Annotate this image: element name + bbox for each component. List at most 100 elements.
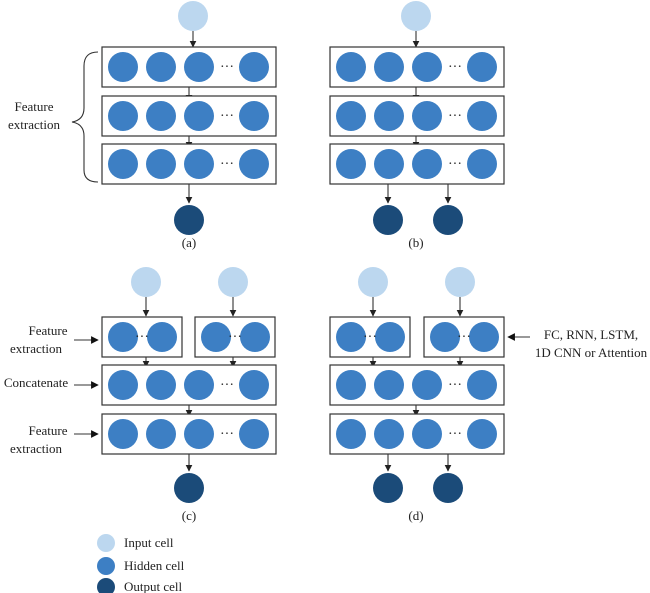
legend-hidden-marker (97, 557, 115, 575)
c-feature-row-hidden-cell-4 (239, 419, 269, 449)
panel-a-side-label: Feature extraction (8, 99, 60, 132)
d-branch1-hidden-cell-1 (336, 322, 366, 352)
d-concat-row-hidden-cell-3 (412, 370, 442, 400)
a-row2-hidden-cell-2 (146, 101, 176, 131)
b-output-cell-2 (433, 205, 463, 235)
b-row1-hidden-cell-1 (336, 52, 366, 82)
d-branch1-ellipsis: ··· (363, 330, 377, 345)
d-input-cell-2 (445, 267, 475, 297)
legend-input-marker (97, 534, 115, 552)
b-output-cell-1 (373, 205, 403, 235)
caption-a: (a) (182, 235, 196, 250)
c-feature-extraction-bottom-line1: Feature (29, 423, 68, 438)
d-annotation-line1: FC, RNN, LSTM, (544, 327, 638, 342)
c-branch1-ellipsis: ··· (135, 330, 149, 345)
c-feature-extraction-top-line2: extraction (10, 341, 62, 356)
c-feature-row-ellipsis: ··· (220, 427, 234, 442)
b-row1-hidden-cell-4 (467, 52, 497, 82)
d-output-cell-1 (373, 473, 403, 503)
c-output-cell (174, 473, 204, 503)
a-row1-ellipsis: ··· (220, 60, 234, 75)
d-concat-row-hidden-cell-2 (374, 370, 404, 400)
a-row2-hidden-cell-4 (239, 101, 269, 131)
d-feature-row-hidden-cell-4 (467, 419, 497, 449)
d-concat-row-hidden-cell-4 (467, 370, 497, 400)
a-row2-hidden-cell-3 (184, 101, 214, 131)
d-output-cell-2 (433, 473, 463, 503)
d-annotation-line2: 1D CNN or Attention (535, 345, 648, 360)
c-branch2-hidden-cell-2 (240, 322, 270, 352)
d-branch2-hidden-cell-2 (469, 322, 499, 352)
c-feature-row-hidden-cell-2 (146, 419, 176, 449)
c-concat-row-ellipsis: ··· (220, 378, 234, 393)
panel-captions: (a) (b) (c) (d) (182, 235, 424, 523)
a-row3-hidden-cell-3 (184, 149, 214, 179)
b-row3-ellipsis: ··· (448, 157, 462, 172)
a-row3-hidden-cell-1 (108, 149, 138, 179)
d-branch2-ellipsis: ··· (457, 330, 471, 345)
c-concatenate-label: Concatenate (4, 375, 68, 390)
c-branch2-ellipsis: ··· (228, 330, 242, 345)
b-row2-hidden-cell-4 (467, 101, 497, 131)
legend: Input cell Hidden cell Output cell (124, 535, 185, 593)
d-branch2-hidden-cell-1 (430, 322, 460, 352)
c-feature-row-hidden-cell-3 (184, 419, 214, 449)
c-concat-row-hidden-cell-1 (108, 370, 138, 400)
a-row3-hidden-cell-2 (146, 149, 176, 179)
c-branch1-hidden-cell-2 (147, 322, 177, 352)
a-input-cell (178, 1, 208, 31)
b-row2-hidden-cell-1 (336, 101, 366, 131)
panel-d-annotation: FC, RNN, LSTM, 1D CNN or Attention (535, 327, 648, 360)
c-input-cell-1 (131, 267, 161, 297)
a-output-cell (174, 205, 204, 235)
feature-extraction-label-line1: Feature (15, 99, 54, 114)
a-row3-ellipsis: ··· (220, 157, 234, 172)
b-row1-hidden-cell-2 (374, 52, 404, 82)
panel-c-side-labels: Feature extraction Concatenate Feature e… (4, 323, 68, 456)
caption-b: (b) (408, 235, 423, 250)
legend-input-label: Input cell (124, 535, 174, 550)
b-row3-hidden-cell-1 (336, 149, 366, 179)
b-row2-ellipsis: ··· (448, 109, 462, 124)
legend-output-marker (97, 578, 115, 593)
b-row3-hidden-cell-2 (374, 149, 404, 179)
b-row1-ellipsis: ··· (448, 60, 462, 75)
d-feature-row-hidden-cell-2 (374, 419, 404, 449)
b-row2-hidden-cell-2 (374, 101, 404, 131)
b-row2-hidden-cell-3 (412, 101, 442, 131)
feature-extraction-label-line2: extraction (8, 117, 60, 132)
a-row3-hidden-cell-4 (239, 149, 269, 179)
c-input-cell-2 (218, 267, 248, 297)
a-row1-hidden-cell-3 (184, 52, 214, 82)
c-feature-row-hidden-cell-1 (108, 419, 138, 449)
a-row1-hidden-cell-1 (108, 52, 138, 82)
d-feature-row-hidden-cell-1 (336, 419, 366, 449)
caption-c: (c) (182, 508, 196, 523)
a-row1-hidden-cell-4 (239, 52, 269, 82)
d-branch1-hidden-cell-2 (375, 322, 405, 352)
c-concat-row-hidden-cell-2 (146, 370, 176, 400)
legend-hidden-label: Hidden cell (124, 558, 185, 573)
d-feature-row-hidden-cell-3 (412, 419, 442, 449)
b-input-cell (401, 1, 431, 31)
a-row1-hidden-cell-2 (146, 52, 176, 82)
c-concat-row-hidden-cell-4 (239, 370, 269, 400)
diagram-shapes: ··· ··· ··· ··· ··· ··· ··· ··· ··· ··· ··· ··· ··· ·… (71, 1, 530, 593)
d-concat-row-hidden-cell-1 (336, 370, 366, 400)
c-concat-row-hidden-cell-3 (184, 370, 214, 400)
d-input-cell-1 (358, 267, 388, 297)
a-row2-ellipsis: ··· (220, 109, 234, 124)
legend-output-label: Output cell (124, 579, 183, 593)
b-row3-hidden-cell-4 (467, 149, 497, 179)
c-branch2-hidden-cell-1 (201, 322, 231, 352)
c-feature-extraction-top-line1: Feature (29, 323, 68, 338)
caption-d: (d) (408, 508, 423, 523)
d-feature-row-ellipsis: ··· (448, 427, 462, 442)
d-concat-row-ellipsis: ··· (448, 378, 462, 393)
c-branch1-hidden-cell-1 (108, 322, 138, 352)
b-row3-hidden-cell-3 (412, 149, 442, 179)
c-feature-extraction-bottom-line2: extraction (10, 441, 62, 456)
b-row1-hidden-cell-3 (412, 52, 442, 82)
a-row2-hidden-cell-1 (108, 101, 138, 131)
